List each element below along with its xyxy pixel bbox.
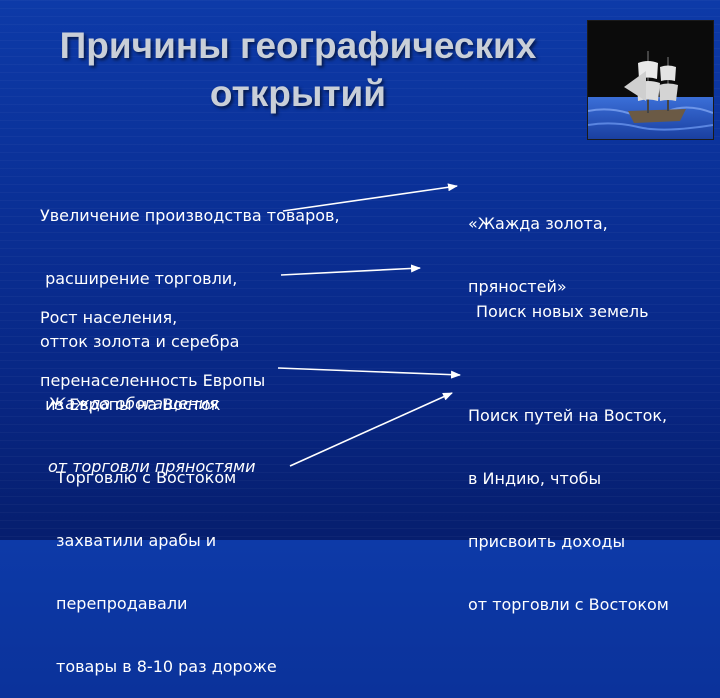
page-title: Причины географических открытий [18,22,578,118]
title-line-1: Причины географических [59,25,537,66]
result-search-new-lands: Поиск новых земель [476,259,649,343]
arrow-population-to-new-lands [280,264,421,276]
cause-thirst-for-enrichment: Жажда обогащения от торговли пряностями [48,351,256,498]
text-line: Поиск путей на Восток, [468,406,668,425]
sailing-ship-image [587,20,714,140]
arrows-layer [277,183,461,467]
text-line: от торговли пряностями [48,457,256,476]
text-line: расширение торговли, [40,269,238,288]
text-line: Жажда обогащения [48,394,219,413]
text-line: товары в 8-10 раз дороже [56,657,277,676]
text-line: Поиск новых земель [476,302,649,321]
text-line: пряностей» [468,277,567,296]
title-line-2: открытий [209,73,387,114]
text-line: Рост населения, [40,308,178,327]
text-line: из Европы на Восток [40,395,221,414]
arrow-production-to-gold [282,183,458,212]
cause-population-growth: Рост населения, перенаселенность Европы [40,265,265,412]
arrow-arab-trade-to-routes [289,392,453,467]
text-line: перенаселенность Европы [40,371,266,390]
result-thirst-for-gold: «Жажда золота, пряностей» [468,171,608,318]
arrow-enrichment-to-routes [277,367,461,379]
text-line: отток золота и серебра [40,332,240,351]
text-line: в Индию, чтобы [468,469,602,488]
text-line: от торговли с Востоком [468,595,669,614]
text-line: перепродавали [56,594,188,613]
text-line: «Жажда золота, [468,214,608,233]
text-line: Торговлю с Востоком [56,468,237,487]
